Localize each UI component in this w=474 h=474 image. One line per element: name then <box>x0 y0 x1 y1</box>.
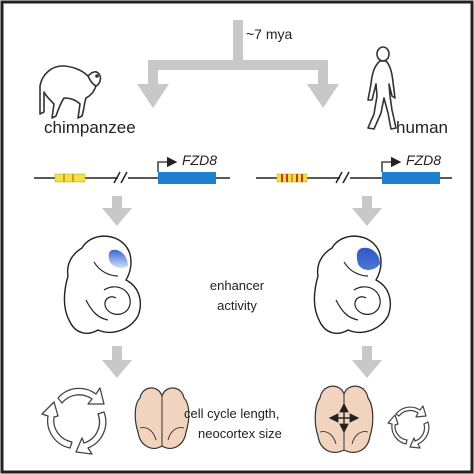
human-label: human <box>396 118 448 137</box>
locus-to-embryo-arrows <box>102 196 382 226</box>
human-embryo <box>313 235 392 334</box>
human-enhancer-activity <box>356 247 380 270</box>
chimpanzee-label: chimpanzee <box>44 118 136 137</box>
expansion-arrows-icon <box>328 402 360 434</box>
human-gene-label: FZD8 <box>406 152 441 168</box>
chimp-embryo <box>63 235 142 334</box>
chimp-enhancer-activity <box>108 249 128 269</box>
divergence-arrows <box>137 20 339 108</box>
chimp-brain-icon <box>134 387 190 449</box>
chimp-gene-label: FZD8 <box>182 152 217 168</box>
human-fzd8-gene <box>382 172 440 184</box>
human-cell-cycle-icon <box>387 405 430 449</box>
human-brain-icon <box>314 385 374 453</box>
neocortex-label: neocortex size <box>198 426 282 441</box>
chimpanzee-icon <box>39 65 102 119</box>
embryo-to-phenotype-arrows <box>102 346 382 378</box>
chimp-enhancer <box>54 173 86 183</box>
human-icon <box>367 46 397 130</box>
cell-cycle-label: cell cycle length, <box>184 406 280 421</box>
chimp-cell-cycle-icon <box>41 387 107 455</box>
chimp-fzd8-gene <box>158 172 216 184</box>
enhancer-activity-label: enhancer activity <box>209 278 265 313</box>
divergence-time-label: ~7 mya <box>246 26 293 42</box>
human-locus <box>256 156 452 184</box>
chimp-locus <box>34 156 230 184</box>
